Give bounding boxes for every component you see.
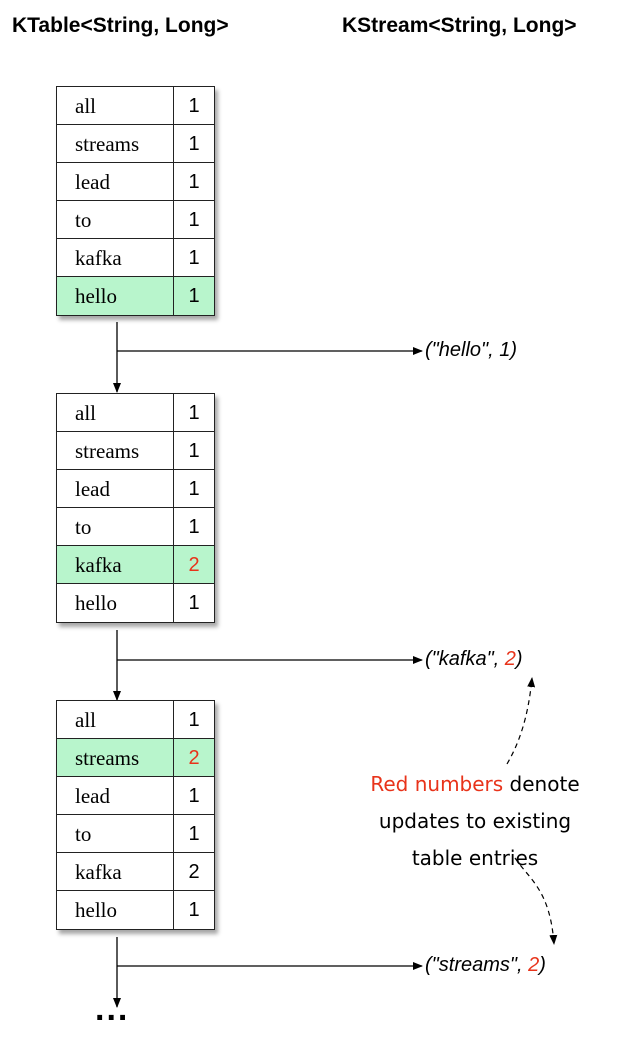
table-row: kafka 1 (57, 239, 214, 277)
stream-record-close: ) (510, 339, 518, 361)
stream-record-3: ("streams", 2) (425, 954, 546, 977)
row-key: lead (57, 470, 174, 507)
row-count: 1 (188, 209, 200, 231)
row-count: 1 (188, 171, 200, 193)
ktable-snapshot-1: all 1 streams 1 lead 1 to 1 kafka 1 hello 1 (56, 86, 215, 316)
note-line-3: table entries (411, 846, 539, 870)
table-row: kafka 2 (57, 546, 214, 584)
row-count: 2 (188, 747, 200, 769)
row-count: 1 (188, 285, 200, 307)
ktable-header: KTable<String, Long> (12, 14, 229, 37)
annotation-note: Red numbers denote updates to existing t… (350, 766, 600, 877)
row-count: 1 (188, 95, 200, 117)
table-row: to 1 (57, 815, 214, 853)
row-count: 1 (188, 899, 200, 921)
table-row: lead 1 (57, 470, 214, 508)
row-key: streams (57, 125, 174, 162)
note-line-1-rest: denote (503, 772, 580, 796)
row-key: kafka (57, 546, 174, 583)
table-row: to 1 (57, 201, 214, 239)
row-count: 1 (188, 402, 200, 424)
stream-record-close: ) (515, 648, 523, 670)
table-row: lead 1 (57, 777, 214, 815)
row-count: 1 (188, 247, 200, 269)
stream-record-value: 1 (499, 339, 511, 361)
kstream-header: KStream<String, Long> (342, 14, 577, 37)
stream-record-key: ("kafka", (425, 648, 505, 670)
table-row: lead 1 (57, 163, 214, 201)
row-key: hello (57, 891, 174, 929)
row-key: all (57, 394, 174, 431)
table-row: to 1 (57, 508, 214, 546)
stream-record-key: ("streams", (425, 954, 529, 976)
ktable-snapshot-3: all 1 streams 2 lead 1 to 1 kafka 2 hello 1 (56, 700, 215, 930)
row-key: kafka (57, 853, 174, 890)
note-line-1: Red numbers denote (350, 766, 600, 803)
table-row: all 1 (57, 87, 214, 125)
row-count: 2 (188, 861, 200, 883)
row-key: hello (57, 584, 174, 622)
stream-record-key: ("hello", (425, 339, 500, 361)
row-key: to (57, 201, 174, 238)
row-key: lead (57, 777, 174, 814)
row-key: to (57, 815, 174, 852)
stream-record-value: 2 (504, 648, 516, 670)
stream-record-close: ) (539, 954, 546, 976)
row-key: hello (57, 277, 174, 315)
row-key: lead (57, 163, 174, 200)
row-count: 1 (188, 592, 200, 614)
row-count: 1 (188, 133, 200, 155)
ktable-snapshot-2: all 1 streams 1 lead 1 to 1 kafka 2 hello 1 (56, 393, 215, 623)
stream-record-2: ("kafka", 2) (425, 648, 523, 671)
table-row: hello 1 (57, 891, 214, 929)
row-key: all (57, 701, 174, 738)
table-row: streams 2 (57, 739, 214, 777)
table-row: all 1 (57, 701, 214, 739)
stream-record-1: ("hello", 1) (425, 339, 517, 362)
note-red-text: Red numbers (370, 772, 504, 796)
note-arrow-up (506, 677, 536, 765)
row-count: 1 (188, 709, 200, 731)
row-count: 1 (188, 478, 200, 500)
note-arrow-down (514, 857, 558, 945)
row-key: kafka (57, 239, 174, 276)
row-key: streams (57, 432, 174, 469)
row-key: all (57, 87, 174, 124)
continuation-ellipsis: ... (95, 990, 130, 1028)
row-key: to (57, 508, 174, 545)
table-row: kafka 2 (57, 853, 214, 891)
stream-record-value: 2 (528, 954, 540, 976)
note-line-2: updates to existing (378, 809, 572, 833)
table-row: streams 1 (57, 125, 214, 163)
table-row: hello 1 (57, 584, 214, 622)
row-count: 1 (188, 440, 200, 462)
table-row: hello 1 (57, 277, 214, 315)
table-row: all 1 (57, 394, 214, 432)
table-row: streams 1 (57, 432, 214, 470)
row-count: 2 (188, 554, 200, 576)
row-count: 1 (188, 516, 200, 538)
row-count: 1 (188, 785, 200, 807)
row-count: 1 (188, 823, 200, 845)
row-key: streams (57, 739, 174, 776)
